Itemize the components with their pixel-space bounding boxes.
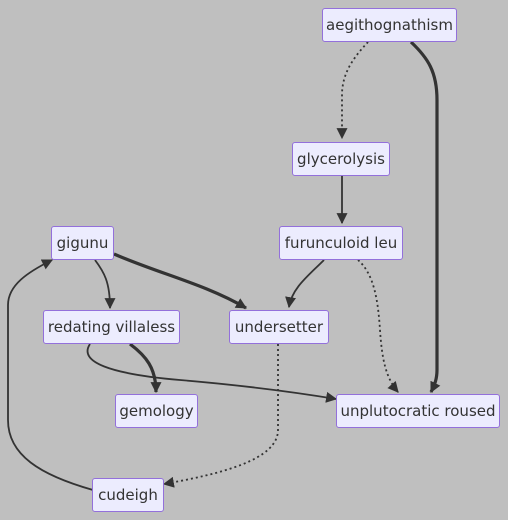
edge-gigunu-redating-villaless [94,259,116,310]
edge-aegithognathism-glycerolysis [336,41,369,140]
node-cudeigh[interactable]: cudeigh [92,478,164,512]
edge-gigunu-undersetter [113,252,247,310]
node-glycerolysis[interactable]: glycerolysis [292,142,390,176]
edge-furunculoid-leu-unplutocratic-roused [357,259,399,393]
edge-undersetter-cudeigh [162,344,279,488]
node-label: gemology [119,402,194,420]
edge-redating-villaless-gemology [129,342,162,394]
node-redating-villaless[interactable]: redating villaless [43,310,180,344]
node-undersetter[interactable]: undersetter [229,310,329,344]
node-aegithognathism[interactable]: aegithognathism [322,8,457,42]
node-gigunu[interactable]: gigunu [51,226,114,260]
node-label: furunculoid leu [284,234,398,252]
edge-redating-villaless-unplutocratic-roused [86,343,338,403]
node-unplutocratic-roused[interactable]: unplutocratic roused [336,394,500,428]
edge-furunculoid-leu-undersetter [285,259,325,309]
edge-cudeigh-gigunu [7,259,94,491]
edge-aegithognathism-unplutocratic-roused [409,40,441,393]
node-label: cudeigh [98,486,158,504]
node-furunculoid-leu[interactable]: furunculoid leu [279,226,403,260]
node-label: gigunu [56,234,109,252]
node-label: unplutocratic roused [340,402,496,420]
node-label: aegithognathism [326,16,453,34]
node-label: glycerolysis [297,150,385,168]
node-label: undersetter [234,318,324,336]
node-gemology[interactable]: gemology [115,394,198,428]
node-label: redating villaless [47,318,176,336]
